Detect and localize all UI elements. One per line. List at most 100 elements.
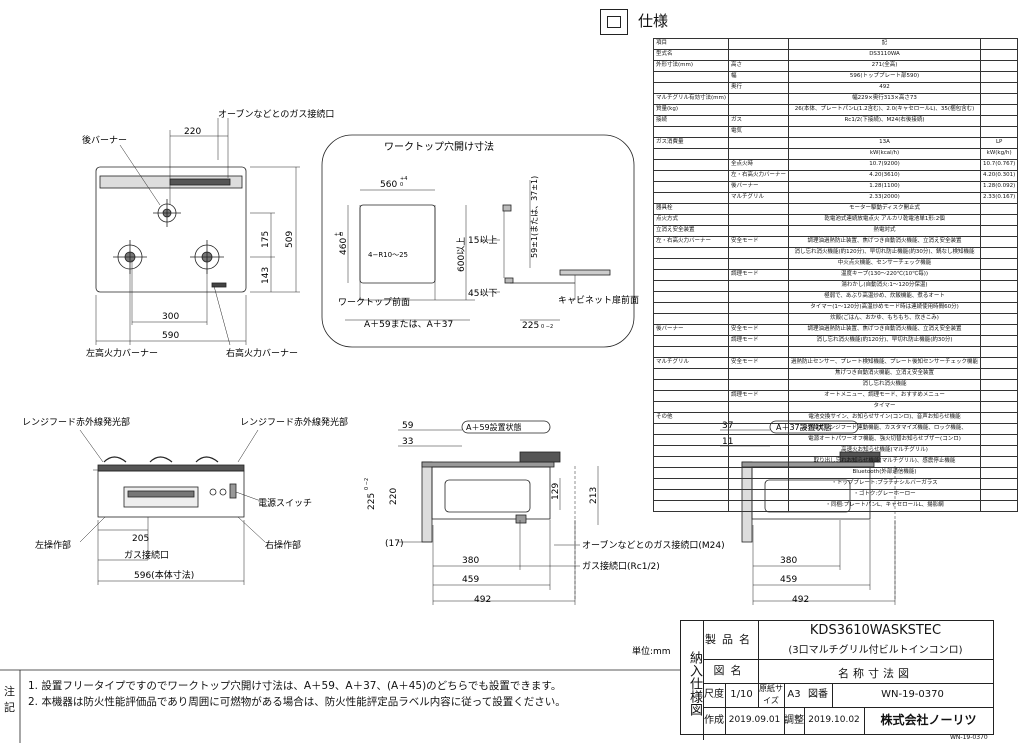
spec-cell: [652, 71, 730, 83]
spec-cell: [979, 445, 1018, 457]
scale-label: 尺度: [703, 683, 726, 707]
scale-value: 1/10: [725, 683, 759, 707]
dim-459: 459: [462, 575, 479, 585]
spec-cell: [728, 346, 790, 358]
label-gas-m24: オーブンなどとのガス接続口(M24): [582, 539, 725, 551]
spec-cell: [728, 137, 790, 149]
revised-date: 2019.10.02: [804, 707, 865, 734]
title-vertical: 納入仕様図: [681, 621, 704, 740]
spec-row: マルチグリル安全モード過熱防止センサー、プレート検知機能、プレート後知センサーチ…: [652, 357, 1018, 369]
spec-cell: [979, 104, 1018, 116]
spec-cell: 乾電池式連続放電点火 アルカリ乾電池単1形:2個: [788, 214, 981, 226]
spec-row: kW(kcal/h)kW(kg/h): [652, 148, 1018, 160]
spec-cell: [979, 489, 1018, 501]
label-left-op: 左操作部: [35, 539, 71, 551]
spec-cell: [979, 236, 1018, 248]
spec-cell: 接続: [652, 115, 730, 127]
spec-cell: 電池交換サイン、お知らせサイン(コンロ)、音声お知らせ機能: [788, 412, 981, 424]
spec-cell: 幅: [728, 71, 790, 83]
spec-cell: [652, 368, 730, 380]
spec-row: 後バーナー安全モード調理油過熱防止装置、焦げつき自動消火機能、立消え安全装置: [652, 324, 1018, 336]
drawing-name: 名称寸法図: [838, 667, 913, 680]
dim-205: 205: [132, 534, 149, 544]
spec-cell: [728, 247, 790, 259]
dim-225-wt: 225: [522, 321, 539, 331]
spec-cell: 焦げつき自動消火機能、立消え安全装置: [788, 368, 981, 380]
spec-cell: 型式名: [652, 49, 730, 61]
spec-cell: [728, 467, 790, 479]
label-gas-port-top: オーブンなどとのガス接続口: [218, 108, 334, 120]
spec-cell: 中火点火機能、センサーチェック機能: [788, 258, 981, 270]
cutout-radius: 4−R10〜25: [368, 251, 408, 259]
spec-cell: [728, 291, 790, 303]
label-gas-rc: ガス接続口(Rc1/2): [582, 560, 660, 572]
spec-cell: [979, 225, 1018, 237]
product-desc: (3口マルチグリル付ビルトインコンロ): [788, 645, 963, 656]
cooktop-outline: [95, 166, 247, 293]
spec-cell: [979, 313, 1018, 325]
spec-cell: 電気: [728, 126, 790, 138]
spec-cell: 立消え安全装置: [652, 225, 730, 237]
control-strip: [211, 282, 227, 288]
spec-cell: [652, 302, 730, 314]
spec-cell: 2.33(0.167): [979, 192, 1018, 204]
spec-row: 項目記: [652, 38, 1018, 50]
spec-row: 湯わかし(自動消火:1〜120分保温): [652, 280, 1018, 292]
dim-45: 45以下: [468, 289, 497, 299]
spec-cell: [979, 214, 1018, 226]
created-label: 作成: [703, 707, 726, 734]
spec-cell: マルチグリル: [728, 192, 790, 204]
spec-cell: [979, 434, 1018, 446]
spec-cell: ガス: [728, 115, 790, 127]
vent-grille: [169, 178, 231, 186]
spec-cell: ・ゴトク:グレーホーロー: [788, 489, 981, 501]
spec-heading: 仕様: [638, 12, 669, 30]
spec-cell: 電源オートパワーオフ機能、強火切替お知らせブザー(コンロ): [788, 434, 981, 446]
spec-cell: [979, 401, 1018, 413]
spec-cell: [652, 423, 730, 435]
spec-cell: ガス消費量: [652, 137, 730, 149]
spec-row: 点火方式乾電池式連続放電点火 アルカリ乾電池単1形:2個: [652, 214, 1018, 226]
dim-459-b: 459: [780, 575, 797, 585]
spec-cell: 調理油過熱防止装置、焦げつき自動消火機能、立消え安全装置: [788, 236, 981, 248]
spec-cell: Bluetooth(外部通信機能): [788, 467, 981, 479]
created-date: 2019.09.01: [725, 707, 785, 734]
spec-cell: [788, 346, 981, 358]
back-burner-icon: [153, 199, 181, 227]
spec-cell: 外形寸法(mm): [652, 60, 730, 72]
spec-cell: [652, 379, 730, 391]
spec-cell: [979, 258, 1018, 270]
spec-row: 炊飯(ごはん、おかゆ、もちもち、炊きこみ): [652, 313, 1018, 325]
dim-33: 33: [402, 437, 413, 447]
dim-380-b: 380: [780, 556, 797, 566]
dim-220: 220: [184, 127, 201, 137]
spec-cell: [979, 71, 1018, 83]
dim-59: 59: [402, 421, 414, 431]
spec-cell: [652, 401, 730, 413]
spec-cell: [652, 126, 730, 138]
revised-label: 調整: [784, 707, 805, 734]
spec-cell: [728, 412, 790, 424]
spec-cell: [979, 412, 1018, 424]
spec-cell: [728, 379, 790, 391]
product-code: KDS3610WASKSTEC: [809, 623, 942, 638]
dim-17: (17): [385, 539, 403, 549]
spec-cell: 10.7(0.767): [979, 159, 1018, 171]
spec-cell: [652, 170, 730, 182]
spec-row: 調理モードオートメニュー、調理モード、おすすめメニュー: [652, 390, 1018, 402]
spec-cell: [652, 434, 730, 446]
dim-225-sv: 225: [367, 493, 377, 510]
spec-cell: タイマー: [788, 401, 981, 413]
spec-heading-icon: [600, 9, 628, 35]
spec-cell: 安全モード: [728, 357, 790, 369]
label-rangehood-left: レンジフード赤外線発光部: [22, 416, 130, 428]
product-name-label: 製品名: [703, 621, 759, 660]
spec-row: ・ゴトク:グレーホーロー: [652, 489, 1018, 501]
spec-row: タイマー: [652, 401, 1018, 413]
spec-cell: 熱電対式: [788, 225, 981, 237]
spec-cell: タイマー(1〜120分)高温炒めモード時は連続使用時間60分): [788, 302, 981, 314]
